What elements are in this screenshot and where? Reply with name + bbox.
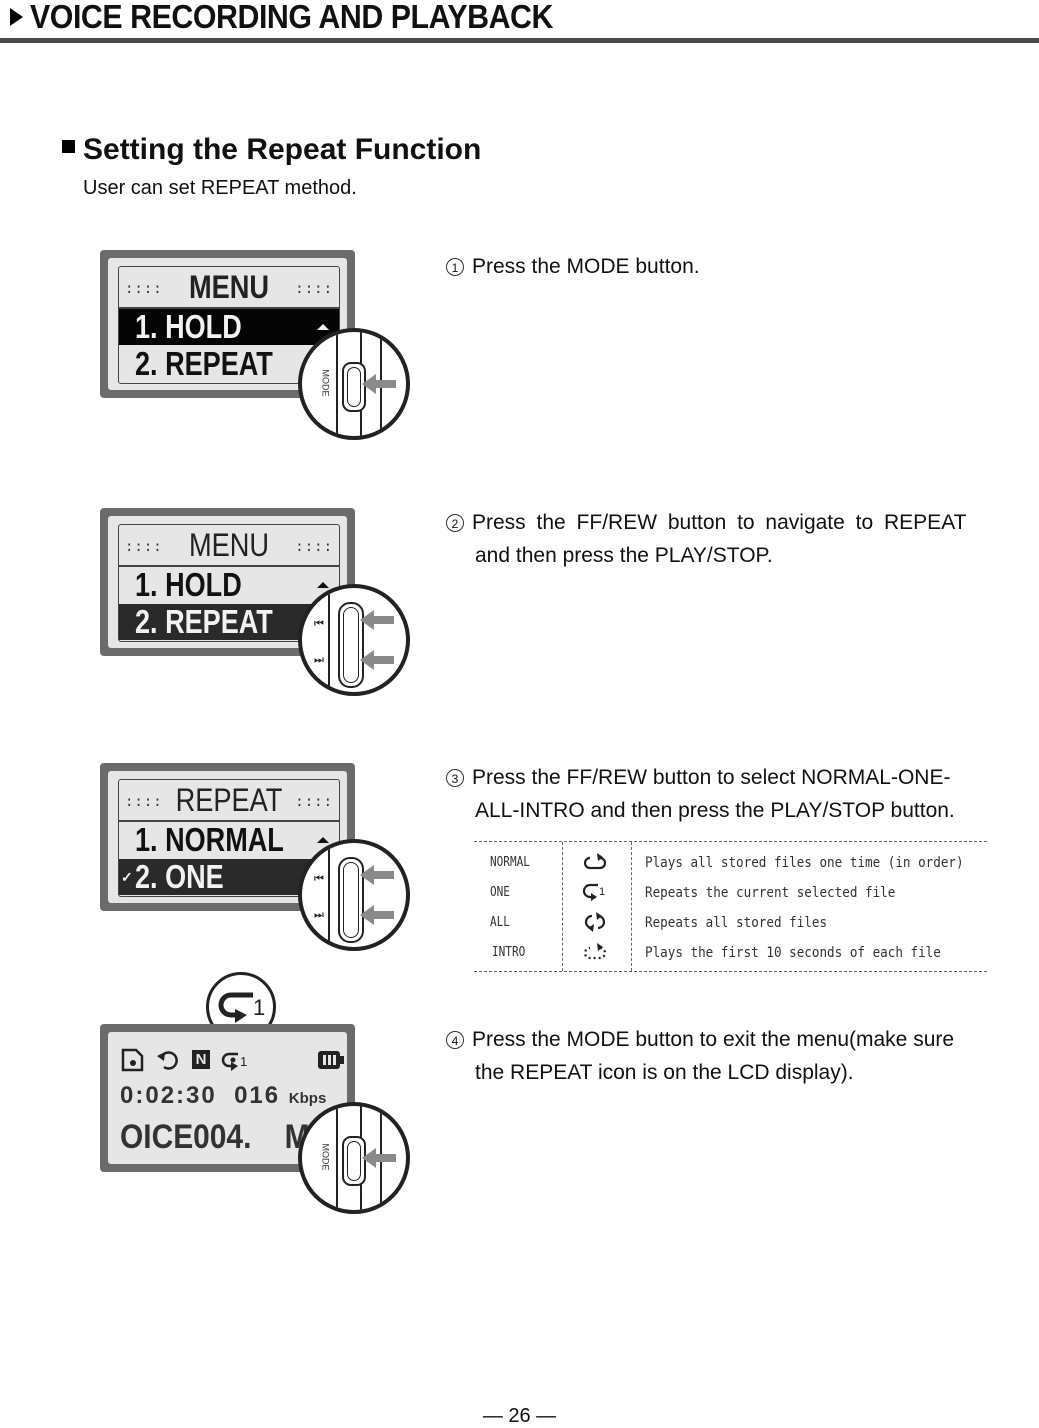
repeat-arrow-icon: [157, 1051, 178, 1070]
lcd-header: :::: REPEAT ::::: [119, 780, 339, 822]
repeat-modes-table: NORMAL Plays all stored files one time (…: [474, 841, 987, 972]
lcd-time-bitrate: 0:02:30 016 Kbps: [120, 1082, 326, 1110]
check-icon: ✓: [121, 869, 133, 885]
ff-rew-button-callout: ⏮ ⏭: [298, 839, 410, 951]
lcd-menu-item: 1. HOLD: [119, 309, 339, 345]
press-arrow-icon: [360, 865, 374, 885]
lcd-frame: :::: MENU :::: 1. HOLD 2. REPEAT: [100, 250, 355, 398]
svg-text:1: 1: [240, 1054, 247, 1069]
press-arrow-icon: [360, 905, 374, 925]
rewind-icon: ⏮: [314, 618, 324, 630]
figure-menu-repeat: :::: MENU :::: 1. HOLD 2. REPEAT ⏮ ⏭: [100, 508, 430, 728]
press-arrow-icon: [362, 374, 376, 394]
ff-rew-button-callout: ⏮ ⏭: [298, 584, 410, 696]
lcd-header: :::: MENU ::::: [119, 267, 339, 309]
section-title: Setting the Repeat Function: [62, 133, 481, 167]
lcd-title: MENU: [188, 269, 270, 305]
scroll-up-icon: [317, 582, 329, 588]
table-row: NORMAL Plays all stored files one time (…: [474, 847, 987, 877]
repeat-one-icon: 1: [582, 883, 605, 901]
press-arrow-icon: [360, 650, 374, 670]
elapsed-time: 0:02:30: [120, 1082, 217, 1109]
section-title-text: Setting the Repeat Function: [83, 133, 482, 166]
lcd-filename: OICE004. M: [120, 1118, 310, 1156]
scroll-up-icon: [317, 837, 329, 843]
lcd-dots-left: ::::: [125, 539, 163, 555]
battery-icon: [318, 1051, 344, 1069]
repeat-one-icon: 1: [218, 992, 265, 1023]
step-number: 2: [446, 514, 464, 532]
lcd-header: :::: MENU ::::: [119, 525, 339, 567]
repeat-intro-icon: [583, 943, 607, 960]
lcd-status-bar: N 1: [120, 1048, 344, 1074]
repeat-normal-icon: [583, 853, 607, 870]
press-arrow-icon: [360, 610, 374, 630]
lcd-menu-item: 1. NORMAL: [119, 822, 339, 858]
table-row: INTRO Plays the first 10 seconds of each…: [474, 937, 987, 967]
repeat-all-icon: [584, 912, 606, 932]
lcd-screen: :::: MENU :::: 1. HOLD 2. REPEAT: [108, 258, 347, 390]
normal-eq-icon: N: [192, 1050, 210, 1069]
lcd-title: REPEAT: [175, 782, 283, 818]
lcd-dots-right: ::::: [295, 794, 333, 810]
lcd-dots-right: ::::: [295, 281, 333, 297]
mode-button-callout: MODE: [298, 328, 410, 440]
fast-forward-icon: ⏭: [314, 909, 324, 921]
mode-label: MODE: [320, 369, 331, 397]
lcd-menu-item: 1. HOLD: [119, 567, 339, 603]
lcd-menu-item: 2. REPEAT: [135, 345, 273, 382]
lcd-dots-left: ::::: [125, 281, 163, 297]
step-number: 1: [446, 258, 464, 276]
bitrate-unit: Kbps: [288, 1090, 327, 1107]
mode-label: MODE: [320, 1143, 331, 1171]
mode-button-callout: MODE: [298, 1102, 410, 1214]
figure-playback-display: 1 N 1: [100, 972, 430, 1222]
scroll-up-icon: [317, 324, 329, 330]
lcd-dots-left: ::::: [125, 794, 163, 810]
ff-rew-button[interactable]: [338, 857, 364, 943]
lcd-dots-right: ::::: [295, 539, 333, 555]
triangle-right-icon: [10, 8, 23, 26]
voice-file-icon: [121, 1048, 144, 1072]
table-row: ALL Repeats all stored files: [474, 907, 987, 937]
repeat-one-icon: 1: [221, 1052, 247, 1071]
section-subtitle: User can set REPEAT method.: [83, 177, 357, 199]
chapter-title: VOICE RECORDING AND PLAYBACK: [30, 0, 553, 35]
press-arrow-icon: [362, 1148, 376, 1168]
lcd-title: MENU: [188, 527, 270, 563]
svg-text:1: 1: [253, 995, 265, 1020]
ff-rew-button[interactable]: [338, 602, 364, 688]
rewind-icon: ⏮: [314, 873, 324, 885]
figure-repeat-one: :::: REPEAT :::: 1. NORMAL ✓ 2. ONE ⏮ ⏭: [100, 763, 430, 983]
page-header: VOICE RECORDING AND PLAYBACK: [0, 0, 1039, 46]
step-number: 4: [446, 1031, 464, 1049]
fast-forward-icon: ⏭: [314, 654, 324, 666]
header-rule: [0, 38, 1039, 43]
table-row: ONE 1 Repeats the current selected file: [474, 877, 987, 907]
bitrate-value: 016: [234, 1082, 281, 1109]
figure-mode-menu-hold: :::: MENU :::: 1. HOLD 2. REPEAT MODE: [100, 250, 430, 470]
step-number: 3: [446, 769, 464, 787]
svg-text:1: 1: [599, 886, 605, 898]
page-number: — 26 —: [482, 1405, 557, 1427]
square-bullet-icon: [62, 140, 75, 153]
